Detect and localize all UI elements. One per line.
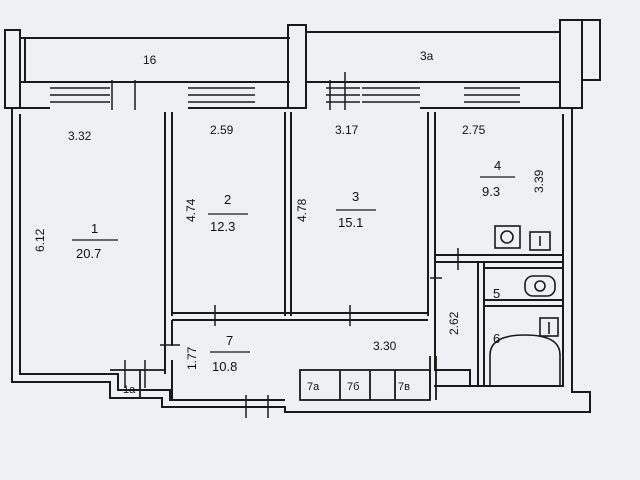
- room-3-number: 3: [352, 189, 359, 204]
- dim-hall-length: 3.30: [373, 339, 397, 353]
- walls: [11, 107, 591, 413]
- room-1a-walls: [110, 369, 165, 398]
- right-pier: [559, 19, 583, 109]
- right-return: [582, 19, 601, 81]
- wall-1-hall: [164, 316, 173, 346]
- door-marks: [124, 248, 459, 418]
- window-4: [464, 87, 520, 103]
- window-3b: [362, 87, 420, 103]
- balcony-16-label: 16: [143, 53, 157, 67]
- fixtures: [489, 225, 561, 385]
- wall-3-4: [427, 112, 436, 316]
- doors-hall: [214, 305, 351, 326]
- fraction-bars: [72, 176, 515, 353]
- room-5-number: 5: [493, 286, 500, 301]
- room-7v-number: 7в: [398, 381, 410, 393]
- window-1: [50, 87, 110, 103]
- room-7-number: 7: [226, 333, 233, 348]
- closets: [110, 356, 437, 401]
- outer-wall-line: [11, 108, 591, 413]
- sink-icon: [529, 231, 551, 251]
- outer-wall-inner-line: [19, 114, 285, 401]
- dim-room1-length: 6.12: [33, 228, 47, 252]
- stove-icon: [494, 225, 521, 249]
- room-7b-number: 7б: [347, 381, 359, 393]
- closet-dividers: [339, 370, 396, 400]
- wall-4-bath: [435, 254, 563, 263]
- washbasin-icon: [539, 317, 559, 337]
- stove-burner-icon: [500, 230, 514, 244]
- dim-room4-width: 2.75: [462, 123, 486, 137]
- door-1a: [124, 360, 146, 388]
- room-2-number: 2: [224, 192, 231, 207]
- toilet-icon: [524, 275, 556, 297]
- dim-room4-length: 3.39: [532, 169, 546, 193]
- dim-bath-length: 2.62: [447, 311, 461, 335]
- windows: [50, 72, 520, 110]
- wall-bath-hall: [434, 316, 471, 386]
- wall-wc-bath: [484, 299, 563, 307]
- balcony-door-1: [111, 80, 136, 110]
- labels: 16 3a 3.32 6.12 1 20.7 2.59 4.74 2 12.3 …: [33, 49, 546, 396]
- wall-bath-inner: [477, 262, 485, 386]
- balcony-3a-label: 3a: [420, 49, 434, 63]
- room-6-number: 6: [493, 331, 500, 346]
- closet-end-wall: [429, 356, 437, 400]
- partitions: [164, 112, 563, 400]
- dim-room3-width: 3.17: [335, 123, 359, 137]
- entrance-door: [245, 395, 269, 418]
- room-1-number: 1: [91, 221, 98, 236]
- room-1-area: 20.7: [76, 246, 101, 261]
- dim-room2-width: 2.59: [210, 123, 234, 137]
- dim-room2-length: 4.74: [184, 198, 198, 222]
- left-pier: [4, 29, 21, 109]
- bathtub-icon: [489, 334, 561, 385]
- wall-rooms-hall: [172, 312, 428, 321]
- wall-1-2: [164, 112, 173, 316]
- room-4-area: 9.3: [482, 184, 500, 199]
- middle-pier: [287, 24, 307, 109]
- room-7-area: 10.8: [212, 359, 237, 374]
- dim-room3-length: 4.78: [295, 198, 309, 222]
- dim-hall-width: 1.77: [185, 346, 199, 370]
- window-3a: [326, 87, 360, 103]
- wall-2-3: [284, 112, 292, 316]
- balcony-3a-rails: [306, 31, 560, 83]
- closet-block: [299, 369, 431, 401]
- room-2-area: 12.3: [210, 219, 235, 234]
- balconies: [4, 19, 601, 109]
- room-7a-number: 7a: [307, 381, 320, 393]
- dim-room1-width: 3.32: [68, 129, 92, 143]
- balcony-door-3: [329, 72, 346, 110]
- toilet-bowl-icon: [534, 280, 546, 292]
- room-3-area: 15.1: [338, 215, 363, 230]
- balcony-16-rails: [20, 37, 290, 83]
- room-1a-number: 1a: [123, 384, 136, 396]
- window-2: [188, 87, 255, 103]
- room-4-number: 4: [494, 158, 501, 173]
